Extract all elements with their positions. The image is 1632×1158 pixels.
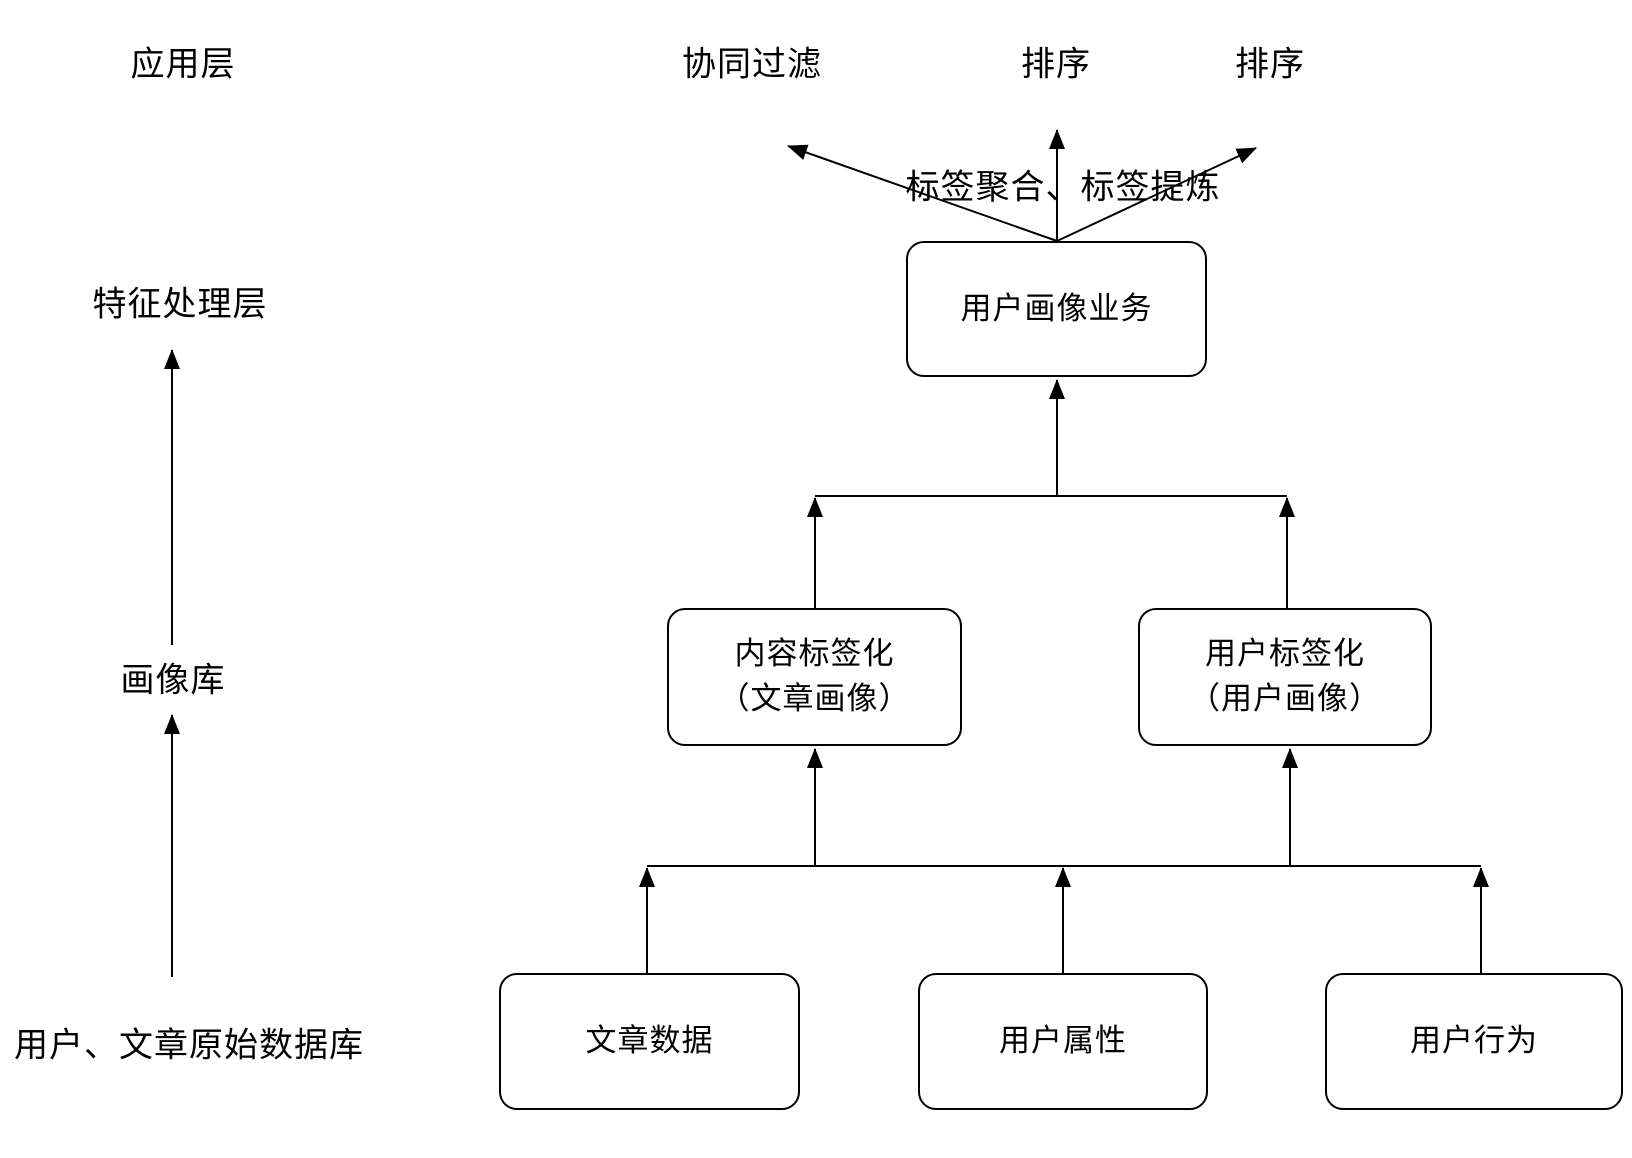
arrow-service-to-collaborative-filtering [787, 144, 1058, 242]
node-user-tagging-line1: 用户标签化 [1205, 636, 1365, 672]
label-application-layer: 应用层 [130, 45, 236, 84]
arrow-service-to-ranking-right [1056, 147, 1257, 242]
label-ranking-left: 排序 [1021, 45, 1091, 84]
node-user-profile-service-label: 用户画像业务 [960, 290, 1153, 326]
label-ranking-right: 排序 [1235, 45, 1305, 84]
node-content-tagging-line1: 内容标签化 [734, 636, 895, 672]
node-user-tagging: 用户标签化 （用户画像） [1138, 608, 1432, 746]
node-user-profile-service: 用户画像业务 [906, 241, 1207, 377]
node-content-tagging: 内容标签化 （文章画像） [667, 608, 962, 746]
label-collaborative-filtering: 协同过滤 [682, 45, 822, 84]
node-user-behavior-label: 用户行为 [1410, 1023, 1538, 1059]
node-user-behavior: 用户行为 [1325, 973, 1623, 1110]
node-user-tagging-line2: （用户画像） [1189, 681, 1381, 716]
node-user-attributes-label: 用户属性 [999, 1023, 1127, 1059]
node-article-data: 文章数据 [499, 973, 800, 1110]
node-content-tagging-line2: （文章画像） [718, 681, 911, 716]
label-feature-processing-layer: 特征处理层 [92, 285, 268, 324]
label-profile-store: 画像库 [120, 661, 226, 700]
label-tag-aggregation-refinement: 标签聚合、标签提炼 [905, 168, 1221, 207]
node-user-attributes: 用户属性 [918, 973, 1208, 1110]
node-article-data-label: 文章数据 [585, 1023, 714, 1059]
label-raw-database: 用户、文章原始数据库 [14, 1026, 364, 1065]
